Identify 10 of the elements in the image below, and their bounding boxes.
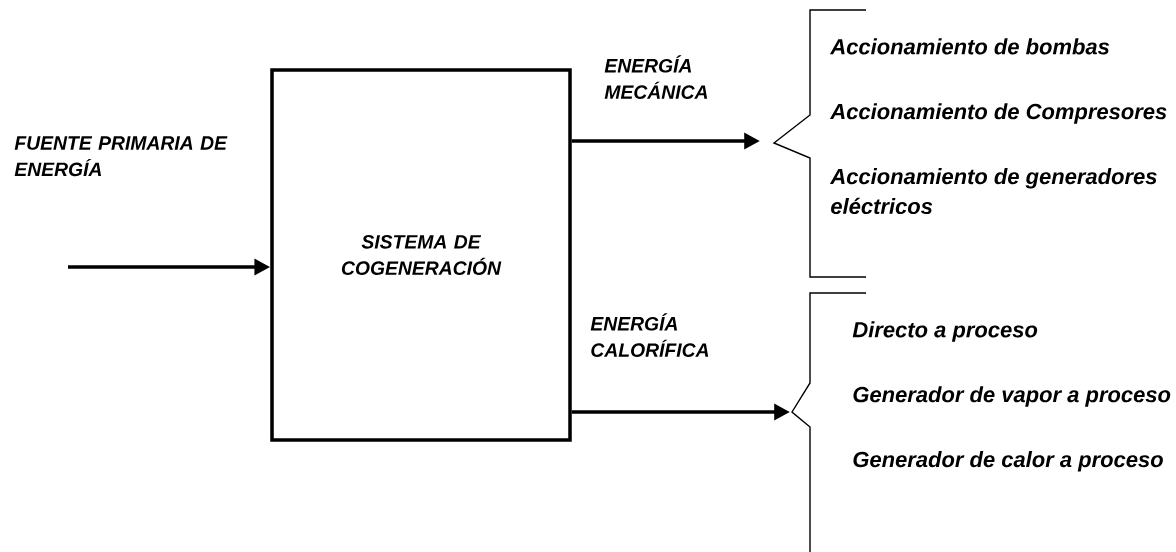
edge-label: FUENTE PRIMARIA DE ENERGÍA: [14, 136, 228, 177]
item-text: Directo a proceso: [852, 321, 1038, 342]
item-text: Accionamiento de Compresores: [829, 103, 1167, 124]
item-text: Generador de calor a proceso: [853, 451, 1163, 472]
item-text: Accionamiento de bombas: [829, 38, 1110, 55]
process-box: SISTEMA DE COGENERACIÓN: [270, 68, 572, 442]
edge-label: ENERGÍA MECÁNICA: [604, 55, 708, 99]
item-text: Generador de vapor a proceso: [853, 386, 1171, 407]
edge-label: ENERGÍA CALORÍFICA: [590, 313, 709, 357]
item-text: Accionamiento de generadores eléctricos: [829, 168, 1157, 215]
